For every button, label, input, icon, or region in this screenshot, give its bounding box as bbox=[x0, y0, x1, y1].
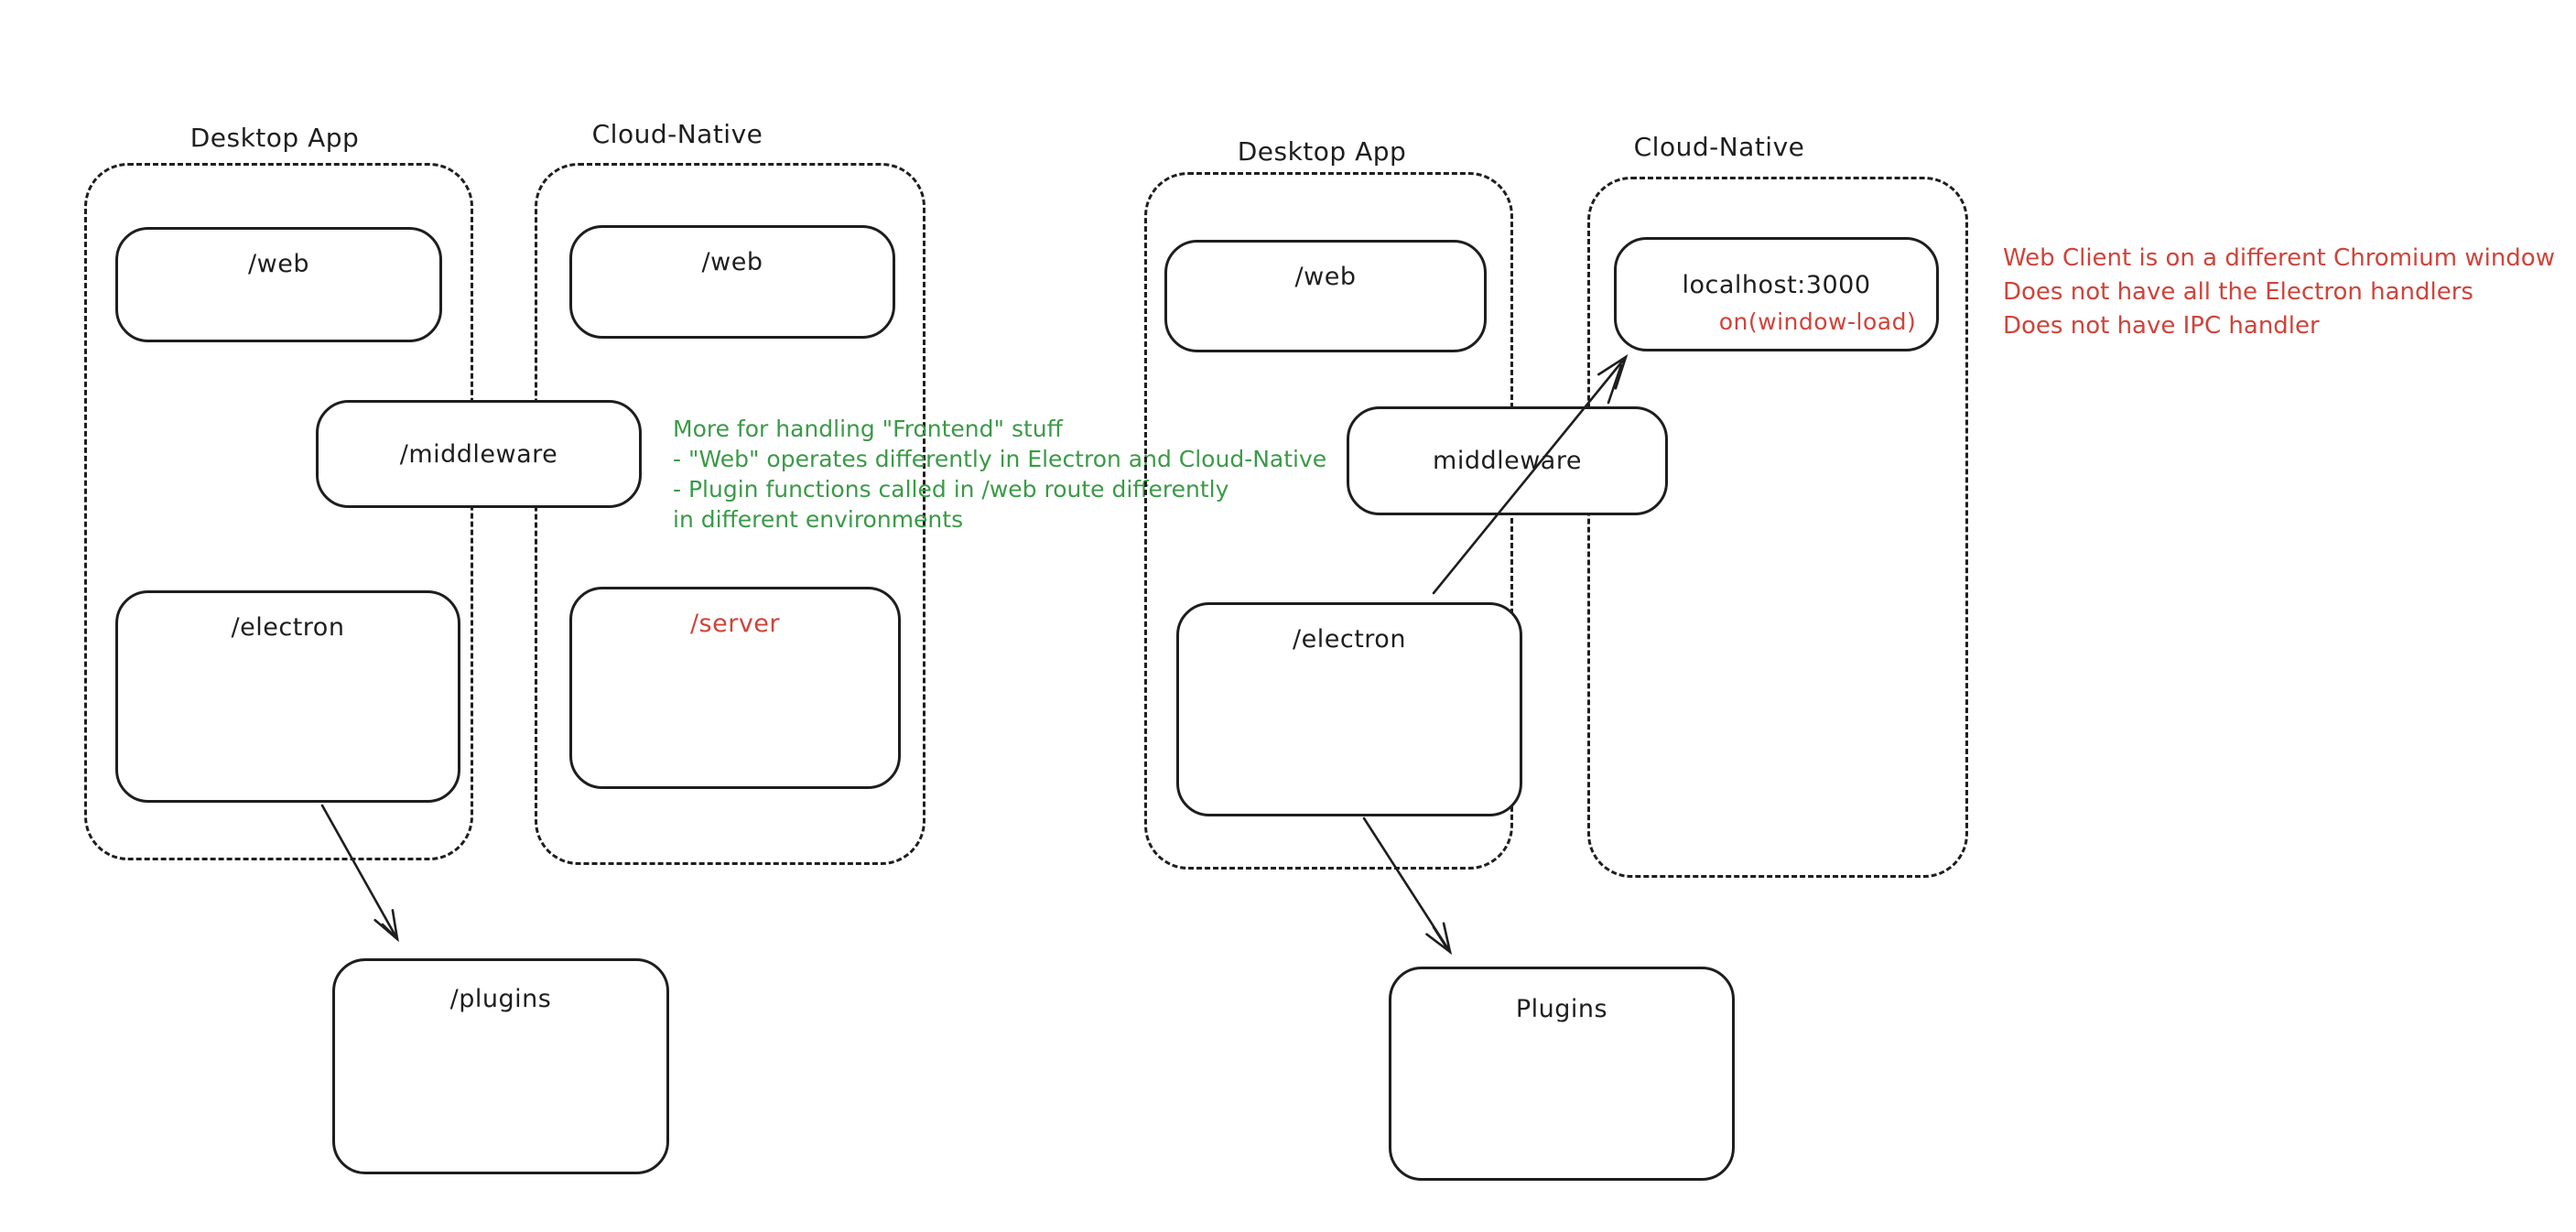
left-server-label: /server bbox=[689, 610, 781, 638]
arrow-electron-to-plugins-left[interactable] bbox=[320, 804, 399, 943]
right-plugins-box[interactable]: Plugins bbox=[1389, 967, 1735, 1181]
left-web-desktop-label: /web bbox=[248, 250, 309, 278]
left-electron-box[interactable]: /electron bbox=[115, 590, 460, 803]
right-middleware-label: middleware bbox=[1433, 447, 1582, 475]
left-server-box[interactable]: /server bbox=[569, 587, 901, 789]
right-web-desktop-box[interactable]: /web bbox=[1164, 240, 1487, 352]
left-web-cloud-box[interactable]: /web bbox=[569, 225, 895, 339]
right-cloud-native-container[interactable] bbox=[1587, 177, 1968, 878]
red-note-line-1: Web Client is on a different Chromium wi… bbox=[2003, 244, 2555, 272]
left-web-cloud-label: /web bbox=[701, 248, 763, 276]
red-note-line-2: Does not have all the Electron handlers bbox=[2003, 278, 2473, 306]
left-desktop-app-container[interactable] bbox=[84, 163, 473, 860]
right-desktop-app-container[interactable] bbox=[1144, 172, 1513, 870]
right-web-desktop-label: /web bbox=[1294, 263, 1357, 291]
left-green-note[interactable]: More for handling "Frontend" stuff - "We… bbox=[673, 414, 1326, 535]
arrow-electron-to-plugins-right[interactable] bbox=[1362, 816, 1453, 956]
red-note-line-3: Does not have IPC handler bbox=[2003, 312, 2320, 340]
left-web-desktop-box[interactable]: /web bbox=[115, 227, 442, 342]
arrow-electron-to-localhost[interactable] bbox=[1432, 353, 1629, 595]
localhost-3000-label: localhost:3000 bbox=[1682, 270, 1871, 299]
on-window-load-label: on(window-load) bbox=[1718, 308, 1917, 335]
localhost-3000-box[interactable]: localhost:3000 on(window-load) bbox=[1614, 237, 1939, 351]
green-note-line-2: - "Web" operates differently in Electron… bbox=[673, 446, 1327, 472]
right-electron-label: /electron bbox=[1293, 625, 1406, 654]
left-plugins-box[interactable]: /plugins bbox=[332, 958, 669, 1174]
green-note-line-1: More for handling "Frontend" stuff bbox=[673, 416, 1063, 442]
right-red-note[interactable]: Web Client is on a different Chromium wi… bbox=[2003, 242, 2555, 343]
right-electron-box[interactable]: /electron bbox=[1176, 602, 1522, 816]
green-note-line-4: in different environments bbox=[673, 506, 964, 533]
left-plugins-label: /plugins bbox=[449, 985, 552, 1013]
left-cloud-native-title[interactable]: Cloud-Native bbox=[591, 119, 763, 149]
green-note-line-3: - Plugin functions called in /web route … bbox=[673, 476, 1229, 503]
left-middleware-label: /middleware bbox=[399, 439, 558, 469]
left-cloud-native-container[interactable] bbox=[535, 163, 925, 865]
left-electron-label: /electron bbox=[231, 613, 345, 642]
left-middleware-box[interactable]: /middleware bbox=[316, 400, 642, 508]
right-cloud-native-title[interactable]: Cloud-Native bbox=[1633, 132, 1805, 162]
right-plugins-label: Plugins bbox=[1515, 995, 1608, 1023]
right-middleware-box[interactable]: middleware bbox=[1347, 406, 1668, 515]
left-desktop-app-title[interactable]: Desktop App bbox=[189, 123, 360, 153]
right-desktop-app-title[interactable]: Desktop App bbox=[1237, 136, 1407, 167]
